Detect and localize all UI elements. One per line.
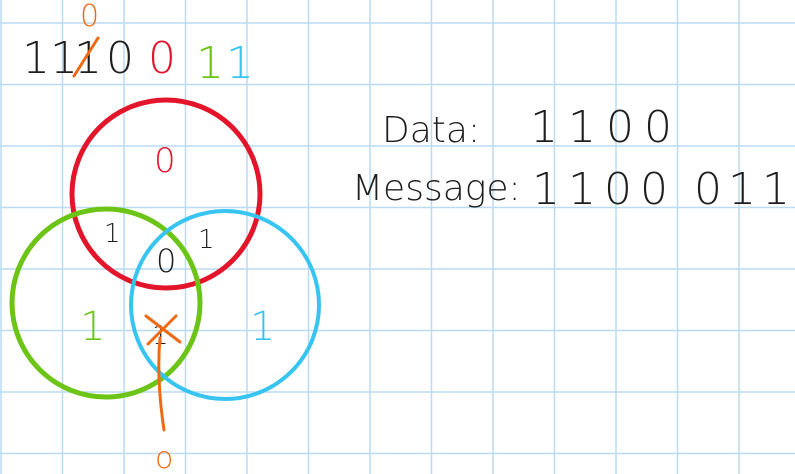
correction-line <box>157 336 166 432</box>
message-value-data: 1100 <box>532 164 676 215</box>
blue-only-label: 1 <box>250 304 275 350</box>
header-bit-5: 0 <box>148 33 176 84</box>
data-label: Data: <box>382 110 480 151</box>
header-bit-7: 1 <box>226 38 254 89</box>
header-bit-1: 1 <box>22 33 50 84</box>
header-strike <box>72 36 100 78</box>
cross-stroke-2 <box>146 314 178 346</box>
message-label: Message: <box>352 168 521 209</box>
blue-circle <box>129 209 321 401</box>
message-value-parity: 011 <box>694 164 795 215</box>
red-green-label: 1 <box>104 219 121 249</box>
green-only-label: 1 <box>80 304 105 350</box>
header-bit-6: 1 <box>196 38 224 89</box>
red-circle <box>69 97 263 291</box>
correction-label: o <box>155 441 173 474</box>
red-only-label: 0 <box>154 141 176 181</box>
center-label: 0 <box>156 242 176 280</box>
data-value: 1100 <box>530 102 682 153</box>
header-correction: 0 <box>80 0 99 34</box>
header-bit-4: 0 <box>106 33 134 84</box>
red-blue-label: 1 <box>198 225 215 255</box>
green-circle <box>9 206 203 400</box>
